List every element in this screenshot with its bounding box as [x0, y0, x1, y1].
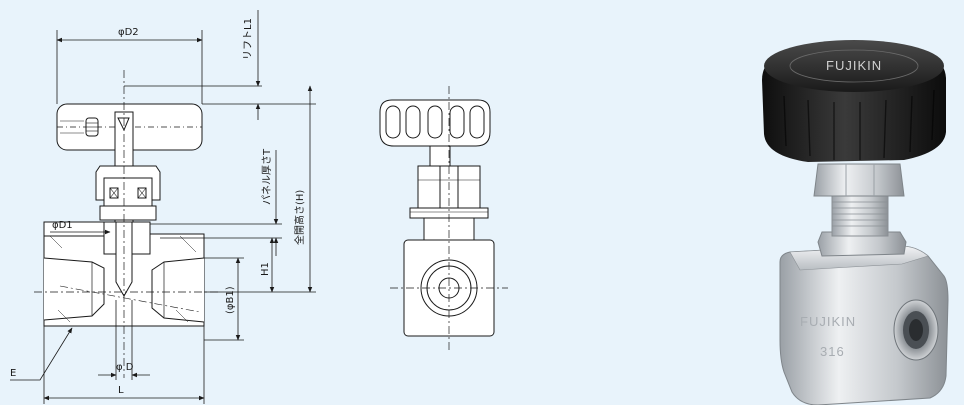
- dimension-b1-label: (φB1): [225, 286, 236, 314]
- dimension-l-label: L: [118, 385, 124, 396]
- panel-nut-photo: [817, 231, 907, 257]
- side-view: [379, 86, 508, 350]
- dimension-d-label: φ D: [116, 362, 134, 373]
- section-view: [34, 70, 218, 378]
- hex-bonnet-photo: [813, 163, 905, 197]
- dimension-lines: [10, 10, 316, 404]
- dimension-full-open-height-label: 全開高さ(H): [293, 190, 306, 245]
- body-marking-grade: 316: [820, 344, 845, 359]
- dimension-lift-l1-label: リフトL1: [243, 18, 254, 60]
- valve-photo: FUJIKIN 316 FUJIKIN: [762, 40, 949, 405]
- dimension-e-label: E: [10, 368, 16, 379]
- dimension-d2-label: φD2: [118, 27, 139, 38]
- dimension-d1-label: φD1: [52, 220, 73, 231]
- body-marking-brand: FUJIKIN: [800, 314, 856, 329]
- dimension-panel-thickness-label: パネル厚さT: [261, 148, 273, 205]
- knob-marking: FUJIKIN: [826, 58, 882, 73]
- dimension-h1-label: H1: [260, 262, 271, 276]
